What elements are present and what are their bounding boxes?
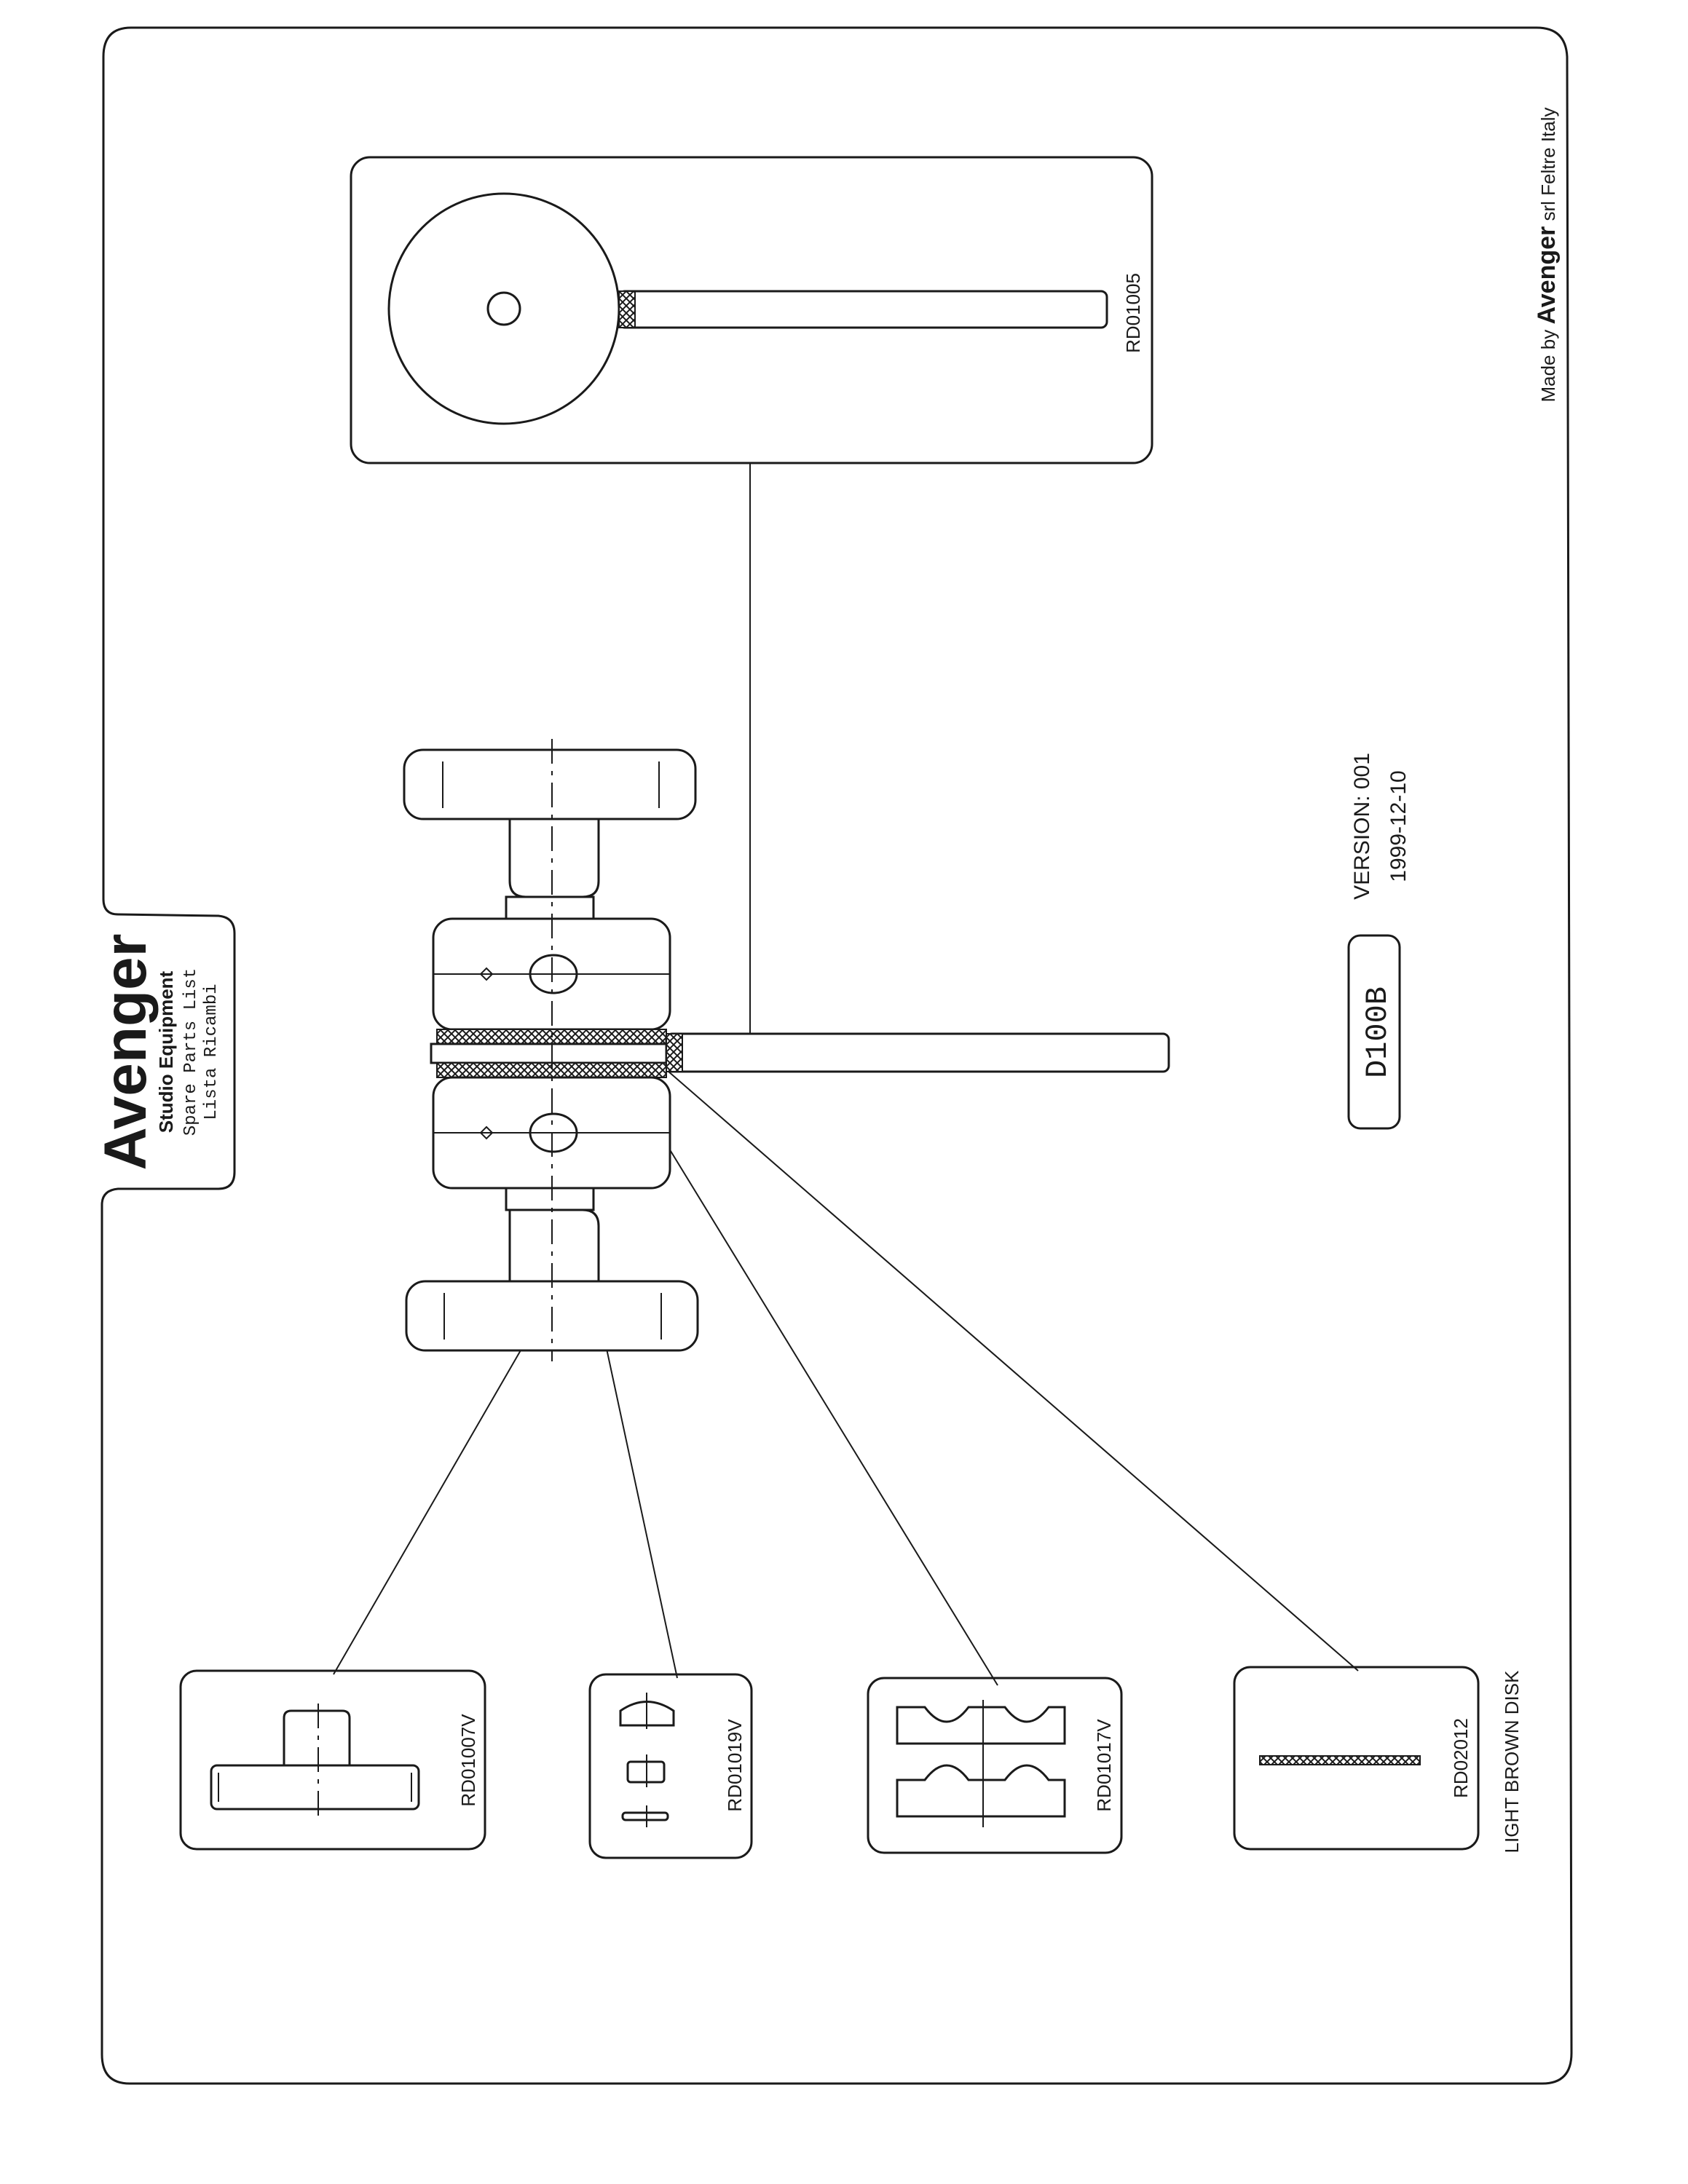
brand-block: Avenger Studio Equipment Spare Parts Lis… (92, 933, 221, 1170)
brand-logo: Avenger (92, 933, 159, 1170)
model-badge: D100B (1347, 934, 1401, 1130)
part-note-light-brown-disk: LIGHT BROWN DISK (1501, 1670, 1523, 1853)
brand-spare-parts: Spare Parts List (181, 968, 201, 1136)
part-code: RD01007V (457, 1714, 479, 1807)
part-code: RD02012 (1450, 1718, 1472, 1798)
svg-text:Made by Avenger: Made by Avenger srl Feltre Italy (1533, 107, 1561, 402)
sheet-border (100, 26, 1573, 2085)
footer-made-by: Made by (1537, 330, 1559, 403)
brand-lista-ricambi: Lista Ricambi (202, 984, 221, 1120)
main-assembly (403, 739, 1170, 1361)
brand-subtitle: Studio Equipment (155, 970, 177, 1133)
version-label: VERSION: 001 (1350, 753, 1374, 900)
part-code: RD01017V (1093, 1719, 1115, 1812)
part-code: RD01005 (1122, 273, 1144, 353)
part-box-rd01005: RD01005 (350, 156, 1153, 464)
footer: Made by Avenger srl Feltre Italy (1533, 107, 1561, 402)
version-date: 1999-12-10 (1387, 770, 1411, 882)
footer-location: srl Feltre Italy (1537, 107, 1559, 221)
part-box-rd01019v: RD01019V (588, 1673, 753, 1859)
model-code: D100B (1360, 986, 1395, 1078)
part-box-rd02012: RD02012 (1233, 1666, 1480, 1851)
part-box-rd01007v: RD01007V (179, 1669, 486, 1851)
part-code: RD01019V (724, 1719, 746, 1812)
footer-brand: Avenger (1533, 226, 1561, 325)
part-box-rd01017v: RD01017V (867, 1677, 1123, 1854)
